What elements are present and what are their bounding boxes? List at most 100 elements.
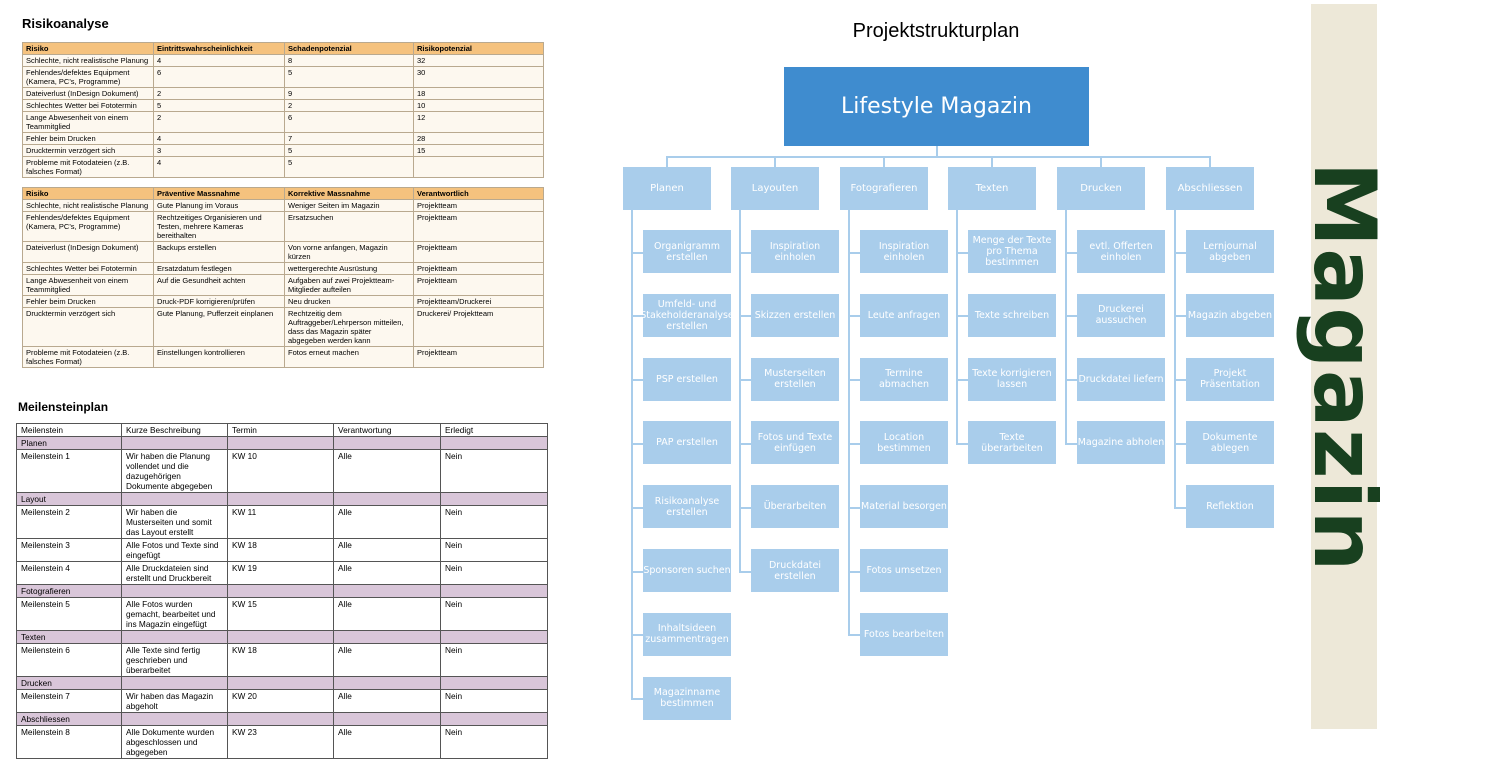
- table-cell: Lange Abwesenheit von einem Teammitglied: [22, 274, 154, 296]
- connector-line: [631, 210, 633, 699]
- table-cell: [121, 492, 228, 506]
- side-panel: [1311, 4, 1377, 729]
- connector-line: [1065, 442, 1077, 445]
- table-cell: Fehlendes/defektes Equipment (Kamera, PC…: [22, 66, 154, 88]
- connector-line: [1174, 251, 1186, 254]
- phase-label: Texten: [16, 630, 122, 644]
- table-cell: Wir haben die Planung vollendet und die …: [121, 449, 228, 493]
- psp-work-package: Location bestimmen: [860, 421, 948, 465]
- table-cell: Einstellungen kontrollieren: [153, 346, 285, 368]
- psp-work-package: Organigramm erstellen: [643, 230, 731, 273]
- table-cell: KW 11: [227, 505, 334, 539]
- table-cell: [333, 712, 441, 726]
- table-cell: 6: [284, 111, 414, 133]
- table-cell: Nein: [440, 643, 548, 677]
- psp-work-package: Termine abmachen: [860, 357, 948, 401]
- phase-label: Fotografieren: [16, 584, 122, 598]
- connector-line: [631, 570, 643, 573]
- table-cell: 5: [284, 144, 414, 157]
- table-row: Probleme mit Fotodateien (z.B. falsches …: [22, 156, 544, 178]
- table-cell: Fehler beim Drucken: [22, 295, 154, 308]
- column-header: Schadenpotenzial: [284, 42, 414, 55]
- psp-root-box: Lifestyle Magazin: [784, 67, 1089, 146]
- psp-work-package: Fotos umsetzen: [860, 549, 948, 592]
- table-cell: Alle: [333, 538, 441, 562]
- table-cell: 5: [284, 66, 414, 88]
- table-cell: 30: [413, 66, 544, 88]
- connector-line: [1174, 210, 1176, 507]
- table-cell: Aufgaben auf zwei Projektteam-Mitglieder…: [284, 274, 414, 296]
- psp-work-package: Projekt Präsentation: [1186, 357, 1274, 401]
- table-cell: KW 18: [227, 643, 334, 677]
- connector-line: [1209, 156, 1211, 167]
- milestone-plan-title: Meilensteinplan: [18, 400, 109, 414]
- table-cell: [121, 630, 228, 644]
- psp-work-package: Texte schreiben: [968, 293, 1056, 337]
- table-cell: 8: [284, 54, 414, 67]
- table-cell: [440, 676, 548, 690]
- table-cell: Projektteam/Druckerei: [413, 295, 544, 308]
- psp-work-package: Lernjournal abgeben: [1186, 230, 1274, 273]
- table-cell: 2: [153, 87, 285, 100]
- connector-line: [1174, 379, 1186, 382]
- table-cell: Meilenstein 4: [16, 561, 122, 585]
- table-cell: Rechtzeitiges Organisieren und Testen, m…: [153, 211, 285, 242]
- psp-work-package: Skizzen erstellen: [751, 293, 839, 337]
- table-row: Fehlendes/defektes Equipment (Kamera, PC…: [22, 211, 544, 242]
- psp-work-package: Risikoanalyse erstellen: [643, 485, 731, 529]
- table-cell: Alle Fotos wurden gemacht, bearbeitet un…: [121, 597, 228, 631]
- psp-work-package: Texte überarbeiten: [968, 421, 1056, 465]
- table-cell: Alle: [333, 643, 441, 677]
- column-header: Erledigt: [440, 423, 548, 437]
- connector-line: [1174, 442, 1186, 445]
- table-cell: 7: [284, 132, 414, 145]
- psp-work-package: Sponsoren suchen: [643, 549, 731, 592]
- table-cell: KW 23: [227, 725, 334, 759]
- table-cell: Meilenstein 6: [16, 643, 122, 677]
- table-cell: Projektteam: [413, 274, 544, 296]
- table-cell: Wir haben die Musterseiten und somit das…: [121, 505, 228, 539]
- connector-line: [774, 156, 776, 167]
- psp-work-package: Überarbeiten: [751, 485, 839, 529]
- table-cell: Alle: [333, 597, 441, 631]
- phase-label: Abschliessen: [16, 712, 122, 726]
- table-cell: Lange Abwesenheit von einem Teammitglied: [22, 111, 154, 133]
- connector-line: [848, 251, 860, 254]
- table-cell: KW 15: [227, 597, 334, 631]
- connector-line: [936, 146, 938, 157]
- table-cell: Meilenstein 5: [16, 597, 122, 631]
- table-cell: Rechtzeitig dem Auftraggeber/Lehrperson …: [284, 307, 414, 347]
- psp-work-package: Dokumente ablegen: [1186, 421, 1274, 465]
- table-cell: [333, 436, 441, 450]
- table-cell: Gute Planung, Pufferzeit einplanen: [153, 307, 285, 347]
- table-cell: [333, 676, 441, 690]
- phase-row: Drucken: [16, 676, 548, 690]
- table-cell: [121, 584, 228, 598]
- column-header: Termin: [227, 423, 334, 437]
- connector-line: [1065, 251, 1077, 254]
- connector-line: [848, 210, 850, 635]
- connector-line: [739, 570, 751, 573]
- table-cell: [413, 156, 544, 178]
- table-cell: wettergerechte Ausrüstung: [284, 262, 414, 275]
- psp-work-package: Druckerei aussuchen: [1077, 293, 1165, 337]
- table-cell: Weniger Seiten im Magazin: [284, 199, 414, 212]
- column-header: Kurze Beschreibung: [121, 423, 228, 437]
- phase-label: Planen: [16, 436, 122, 450]
- table-cell: Dateiverlust (InDesign Dokument): [22, 241, 154, 263]
- psp-work-package: PSP erstellen: [643, 357, 731, 401]
- phase-row: Fotografieren: [16, 584, 548, 598]
- connector-line: [956, 210, 958, 443]
- psp-work-package: Umfeld- und Stakeholderanalyse erstellen: [640, 293, 734, 337]
- connector-line: [1065, 379, 1077, 382]
- table-cell: Gute Planung im Voraus: [153, 199, 285, 212]
- table-cell: [121, 712, 228, 726]
